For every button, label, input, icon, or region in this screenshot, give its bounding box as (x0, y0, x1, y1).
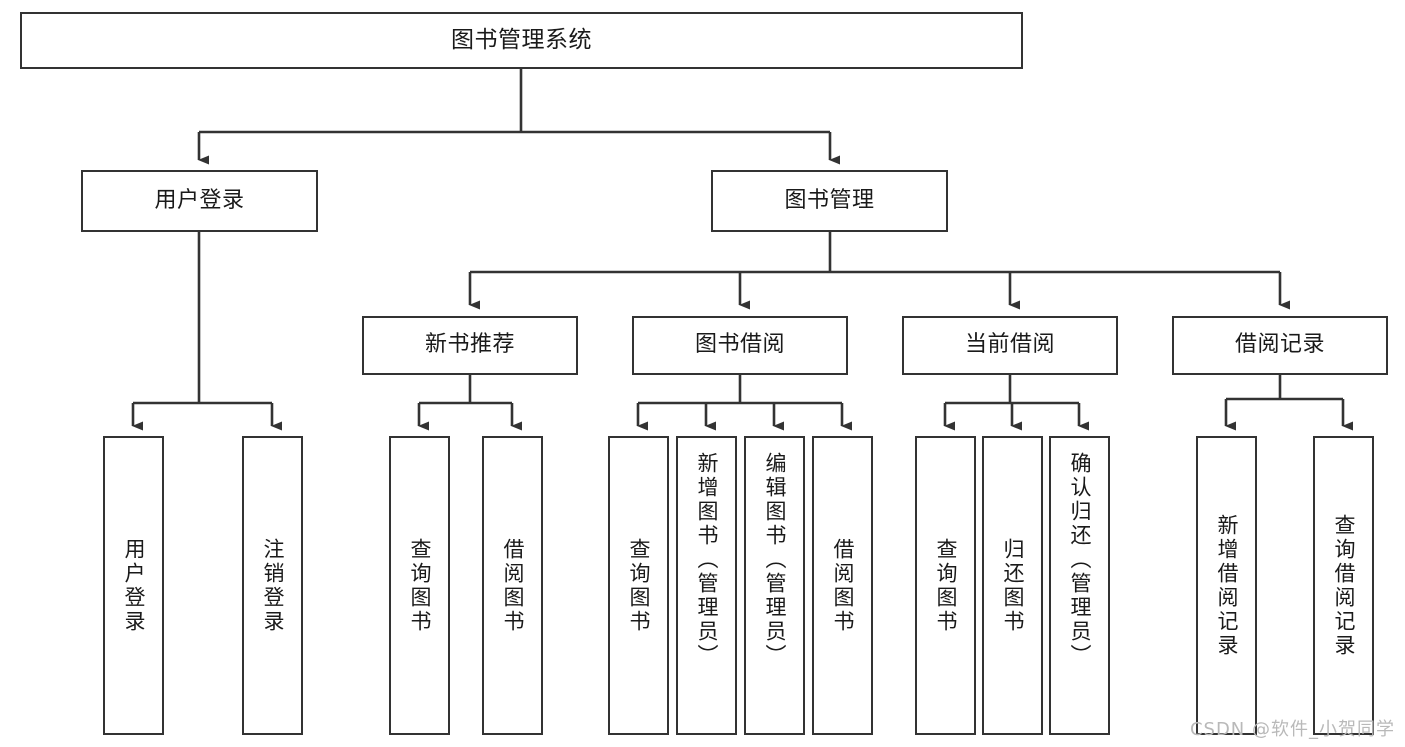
node-label: 查询借阅记录 (1332, 513, 1356, 658)
leaf-edit-book-admin[interactable]: 编辑图书（管理员） (744, 436, 805, 735)
leaf-query-borrow-record[interactable]: 查询借阅记录 (1313, 436, 1374, 735)
csdn-watermark: CSDN @软件_小贺同学 (1189, 719, 1395, 740)
node-label: 确认归还（管理员） (1068, 452, 1092, 668)
node-label: 当前借阅 (964, 332, 1055, 358)
leaf-user-login[interactable]: 用户登录 (103, 436, 164, 735)
leaf-query-book-current[interactable]: 查询图书 (915, 436, 976, 735)
node-label: 查询图书 (408, 537, 432, 634)
node-borrow-record[interactable]: 借阅记录 (1172, 316, 1388, 375)
node-label: 用户登录 (122, 537, 146, 634)
node-new-book-recommend[interactable]: 新书推荐 (362, 316, 578, 375)
node-book-borrow[interactable]: 图书借阅 (632, 316, 848, 375)
node-label: 查询图书 (627, 537, 651, 634)
node-label: 归还图书 (1001, 537, 1025, 634)
node-current-borrow[interactable]: 当前借阅 (902, 316, 1118, 375)
node-label: 新增图书（管理员） (695, 452, 719, 668)
node-label: 图书管理系统 (451, 26, 592, 53)
node-root-book-management-system[interactable]: 图书管理系统 (20, 12, 1023, 69)
leaf-add-borrow-record[interactable]: 新增借阅记录 (1196, 436, 1257, 735)
leaf-query-book-borrow[interactable]: 查询图书 (608, 436, 669, 735)
node-label: 编辑图书（管理员） (763, 452, 787, 668)
leaf-borrow-book-recommend[interactable]: 借阅图书 (482, 436, 543, 735)
leaf-logout-login[interactable]: 注销登录 (242, 436, 303, 735)
leaf-borrow-book-borrow[interactable]: 借阅图书 (812, 436, 873, 735)
leaf-confirm-return-admin[interactable]: 确认归还（管理员） (1049, 436, 1110, 735)
node-label: 新书推荐 (424, 332, 515, 358)
node-label: 查询图书 (934, 537, 958, 634)
node-user-login[interactable]: 用户登录 (81, 170, 318, 232)
node-label: 注销登录 (261, 537, 285, 634)
node-label: 图书借阅 (694, 332, 785, 358)
node-label: 借阅图书 (501, 537, 525, 634)
node-label: 借阅图书 (831, 537, 855, 634)
node-book-management[interactable]: 图书管理 (711, 170, 948, 232)
leaf-return-book[interactable]: 归还图书 (982, 436, 1043, 735)
node-label: 借阅记录 (1234, 332, 1325, 358)
node-label: 新增借阅记录 (1215, 513, 1239, 658)
leaf-query-book-recommend[interactable]: 查询图书 (389, 436, 450, 735)
node-label: 图书管理 (784, 187, 875, 213)
node-label: 用户登录 (154, 187, 245, 213)
leaf-add-book-admin[interactable]: 新增图书（管理员） (676, 436, 737, 735)
